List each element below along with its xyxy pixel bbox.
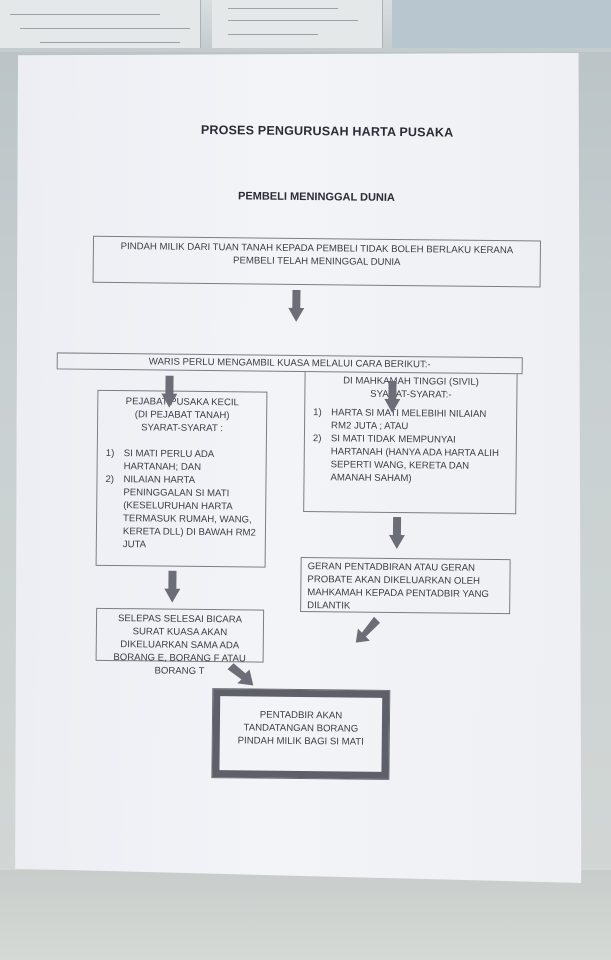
background-text-line	[20, 28, 190, 29]
arrow-down-icon	[389, 517, 405, 549]
background-text-line	[228, 20, 358, 21]
mahkamah-tinggi-conditions-list: 1)HARTA SI MATI MELEBIHI NILAIAN RM2 JUT…	[312, 406, 508, 486]
intro-text: PINDAH MILIK DARI TUAN TANAH KEPADA PEMB…	[120, 241, 514, 269]
final-text: PENTADBIR AKAN TANDATANGAN BORANG PINDAH…	[237, 709, 364, 748]
arrow-down-right-icon	[227, 663, 257, 689]
selepas-box: SELEPAS SELESAI BICARA SURAT KUASA AKAN …	[96, 608, 265, 663]
final-box: PENTADBIR AKAN TANDATANGAN BORANG PINDAH…	[212, 689, 389, 779]
list-item: 2)SI MATI TIDAK MEMPUNYAI HARTANAH (HANY…	[312, 433, 499, 485]
page-title: PROSES PENGURUSAH HARTA PUSAKA	[200, 122, 454, 140]
pusaka-kecil-heading: PEJABAT PUSAKA KECIL	[125, 396, 239, 409]
arrow-down-icon	[384, 381, 400, 413]
background-notice-left	[0, 0, 201, 48]
intro-box: PINDAH MILIK DARI TUAN TANAH KEPADA PEMB…	[93, 236, 541, 288]
list-item: 1)SI MATI PERLU ADA HARTANAH; DAN	[105, 447, 214, 473]
mahkamah-tinggi-heading: DI MAHKAMAH TINGGI (SIVIL)	[343, 375, 479, 388]
arrow-down-icon	[161, 376, 177, 408]
geran-box: GERAN PENTADBIRAN ATAU GERAN PROBATE AKA…	[300, 557, 511, 614]
waris-box: WARIS PERLU MENGAMBIL KUASA MELALUI CARA…	[57, 352, 523, 374]
background-wall-bottom	[0, 870, 611, 960]
background-text-line	[228, 34, 318, 35]
arrow-down-icon	[288, 290, 304, 322]
background-text-line	[40, 42, 180, 43]
mahkamah-tinggi-box: DI MAHKAMAH TINGGI (SIVIL) SYARAT-SYARAT…	[303, 372, 517, 514]
background-window-pane	[392, 0, 611, 48]
flowchart-paper: PROSES PENGURUSAH HARTA PUSAKA PEMBELI M…	[9, 47, 590, 883]
background-text-line	[228, 8, 338, 9]
arrow-down-left-icon	[354, 617, 382, 645]
arrow-down-icon	[164, 571, 180, 603]
selepas-text: SELEPAS SELESAI BICARA SURAT KUASA AKAN …	[113, 613, 246, 677]
list-item: 1)HARTA SI MATI MELEBIHI NILAIAN RM2 JUT…	[313, 407, 487, 433]
background-text-line	[10, 14, 160, 15]
waris-text: WARIS PERLU MENGAMBIL KUASA MELALUI CARA…	[148, 356, 431, 371]
geran-text: GERAN PENTADBIRAN ATAU GERAN PROBATE AKA…	[307, 561, 489, 612]
list-item: 2)NILAIAN HARTA PENINGGALAN SI MATI (KES…	[105, 473, 256, 551]
page-subtitle: PEMBELI MENINGGAL DUNIA	[237, 190, 395, 204]
pusaka-kecil-box: PEJABAT PUSAKA KECIL (DI PEJABAT TANAH) …	[96, 390, 268, 568]
pusaka-kecil-conditions-list: 1)SI MATI PERLU ADA HARTANAH; DAN 2)NILA…	[105, 447, 258, 553]
